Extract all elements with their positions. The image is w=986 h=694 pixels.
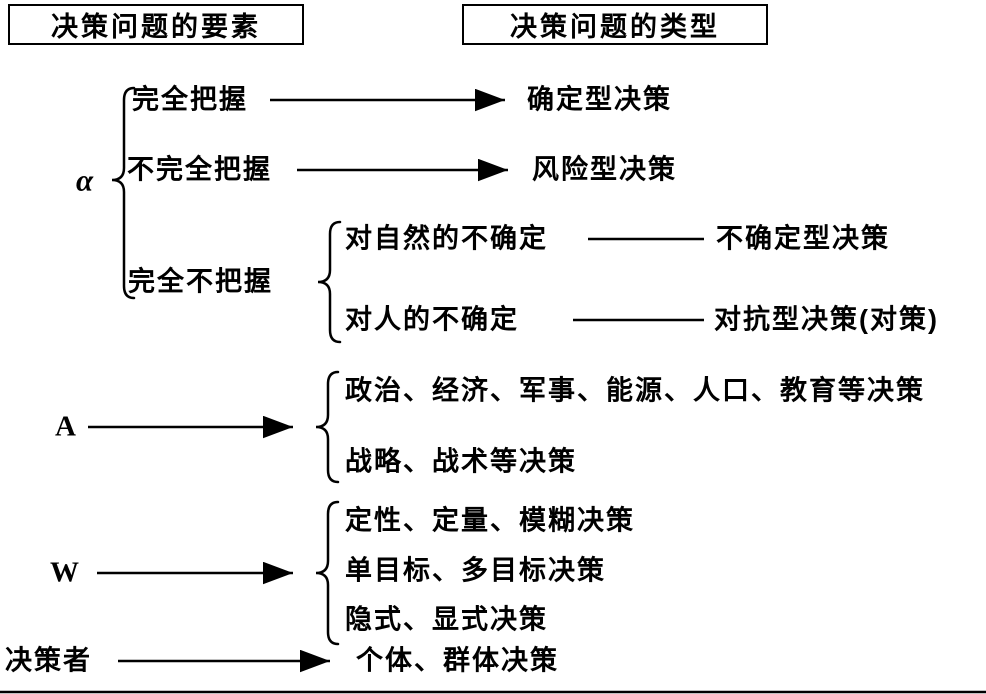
w-item-objectives: 单目标、多目标决策 (345, 555, 606, 586)
certain-decision-label: 确定型决策 (527, 84, 672, 115)
nature-uncertainty-label: 对自然的不确定 (345, 223, 548, 254)
header-box-elements: 决策问题的要素 (8, 4, 304, 45)
human-uncertainty-label: 对人的不确定 (345, 304, 519, 335)
individual-group-decision-label: 个体、群体决策 (356, 645, 559, 676)
w-label: W (50, 556, 79, 589)
no-grasp-brace (317, 220, 342, 344)
w-item-qualitative: 定性、定量、模糊决策 (345, 505, 635, 536)
w-section-brace (315, 500, 340, 646)
a-section-brace (315, 370, 340, 484)
incomplete-grasp-label: 不完全把握 (127, 154, 272, 185)
full-grasp-label: 完全把握 (132, 84, 248, 115)
header-box-types: 决策问题的类型 (462, 4, 768, 45)
uncertain-decision-label: 不确定型决策 (716, 223, 890, 254)
a-label: A (55, 410, 76, 443)
no-grasp-label: 完全不把握 (128, 266, 273, 297)
alpha-brace (111, 86, 136, 300)
header-types-label: 决策问题的类型 (510, 12, 720, 42)
risk-decision-label: 风险型决策 (532, 154, 677, 185)
decision-maker-label: 决策者 (5, 645, 92, 676)
a-item-strategy: 战略、战术等决策 (345, 446, 577, 477)
adversarial-decision-label: 对抗型决策(对策) (714, 304, 939, 335)
w-item-implicit: 隐式、显式决策 (345, 604, 548, 635)
header-elements-label: 决策问题的要素 (51, 12, 261, 42)
alpha-label: α (76, 162, 94, 198)
a-item-domains: 政治、经济、军事、能源、人口、教育等决策 (345, 375, 925, 406)
